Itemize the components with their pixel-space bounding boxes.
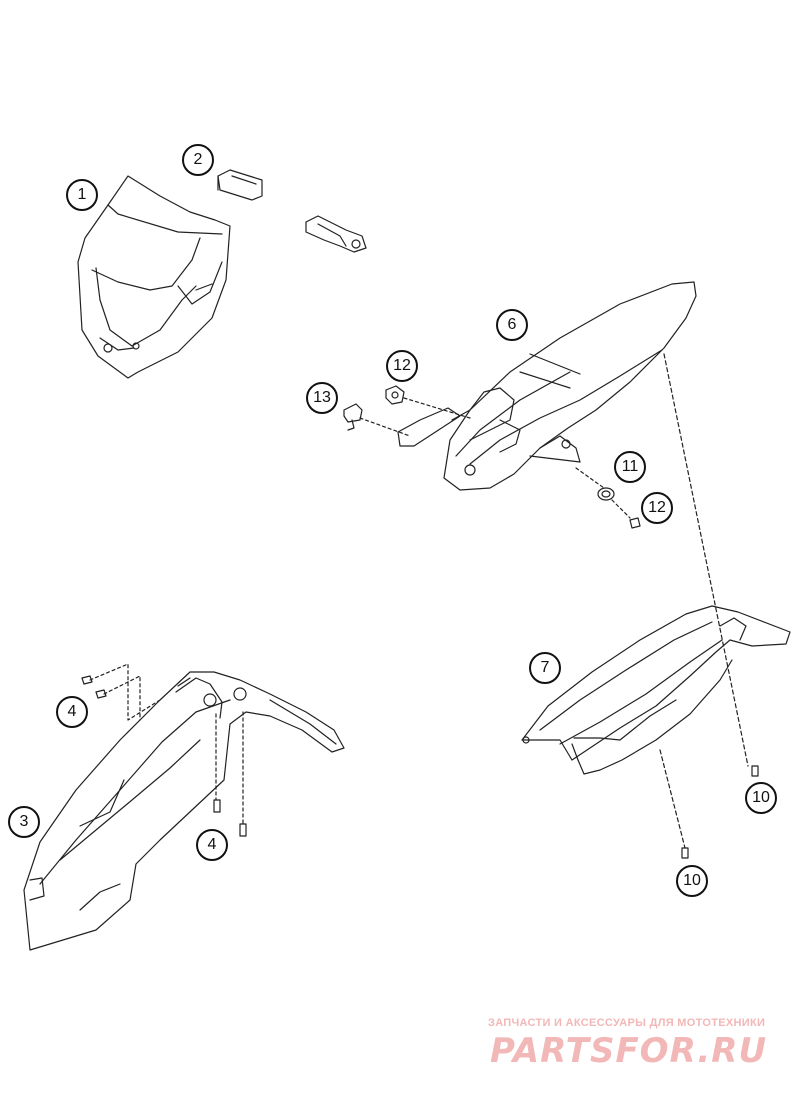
callout-12-right: 12	[641, 492, 673, 524]
callout-11: 11	[614, 451, 646, 483]
callout-12-left: 12	[386, 350, 418, 382]
callout-1: 1	[66, 179, 98, 211]
screws-part-10	[659, 353, 759, 859]
front-fender-part-3	[23, 671, 345, 951]
callout-6: 6	[496, 309, 528, 341]
headlight-mask-part-1	[77, 175, 231, 379]
callout-4-lower: 4	[196, 829, 228, 861]
cable-clamps-part-2	[217, 169, 367, 253]
side-panels-part-7	[521, 605, 791, 775]
callout-10-right: 10	[745, 782, 777, 814]
screws-part-4	[81, 663, 247, 837]
callout-13: 13	[306, 382, 338, 414]
watermark-logo: PARTSFOR.RU	[490, 1031, 768, 1071]
callout-2: 2	[182, 144, 214, 176]
fasteners-parts-11-12-13	[343, 385, 641, 529]
rear-fender-part-6	[397, 281, 697, 491]
callout-4-upper: 4	[56, 696, 88, 728]
callout-3: 3	[8, 806, 40, 838]
callout-7: 7	[529, 652, 561, 684]
watermark-tagline: ЗАПЧАСТИ И АКСЕССУАРЫ ДЛЯ МОТОТЕХНИКИ	[488, 1017, 766, 1029]
callout-10-bottom: 10	[676, 865, 708, 897]
